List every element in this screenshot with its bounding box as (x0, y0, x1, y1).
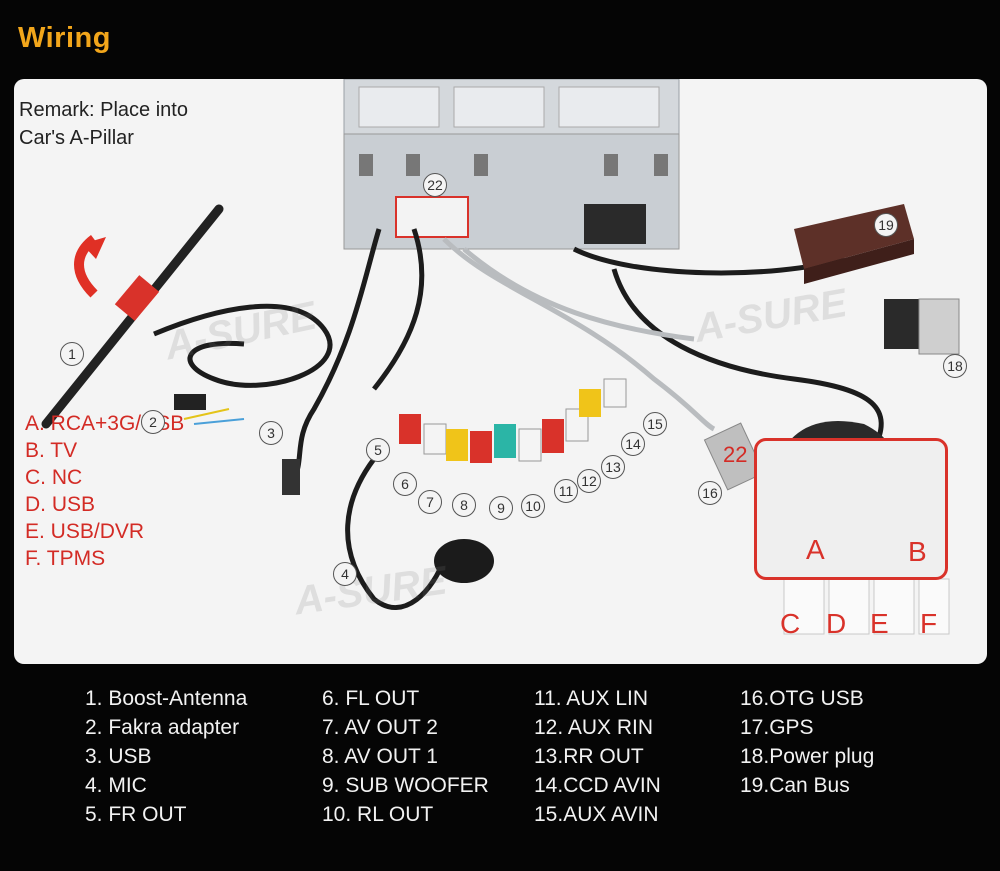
page-title: Wiring (18, 22, 111, 54)
legend-item: 9. SUB WOOFER (322, 774, 489, 797)
connector-item: E. USB/DVR (25, 520, 145, 543)
legend-item: 19.Can Bus (740, 774, 850, 797)
callout-16: 16 (698, 481, 722, 505)
remark-text: Remark: Place into Car's A-Pillar (19, 96, 188, 152)
detail-label-22: 22 (723, 442, 748, 467)
callout-7: 7 (418, 490, 442, 514)
callout-2: 2 (141, 410, 165, 434)
callout-15: 15 (643, 412, 667, 436)
antenna (41, 204, 224, 429)
block-letter-a: A (806, 534, 825, 565)
callout-12: 12 (577, 469, 601, 493)
connector-22-detail (754, 438, 948, 580)
block-letter-e: E (870, 608, 889, 639)
wiring-illustration (41, 79, 960, 635)
legend-column-3: 11. AUX LIN 12. AUX RIN 13.RR OUT 14.CCD… (534, 684, 661, 829)
legend-item: 13.RR OUT (534, 745, 644, 768)
legend-column-2: 6. FL OUT 7. AV OUT 2 8. AV OUT 1 9. SUB… (322, 684, 489, 829)
legend-item: 1. Boost-Antenna (85, 687, 248, 710)
legend-item: 6. FL OUT (322, 687, 420, 710)
legend-column-1: 1. Boost-Antenna 2. Fakra adapter 3. USB… (85, 684, 247, 829)
callout-13: 13 (601, 455, 625, 479)
callout-19: 19 (874, 213, 898, 237)
block-letter-c: C (780, 608, 801, 639)
block-letter-f: F (920, 608, 938, 639)
callout-11: 11 (554, 479, 578, 503)
connector-item: D. USB (25, 493, 96, 516)
callout-14: 14 (621, 432, 645, 456)
legend-item: 18.Power plug (740, 745, 875, 768)
legend-item: 10. RL OUT (322, 803, 434, 826)
legend-item: 16.OTG USB (740, 687, 864, 710)
block-letter-d: D (826, 608, 847, 639)
wiring-photo-panel: A-SURE A-SURE A-SURE (14, 79, 987, 664)
callout-5: 5 (366, 438, 390, 462)
legend-item: 3. USB (85, 745, 152, 768)
connector-list: A. RCA+3G/USB B. TV C. NC D. USB E. USB/… (25, 410, 184, 572)
legend-item: 2. Fakra adapter (85, 716, 240, 739)
legend-item: 14.CCD AVIN (534, 774, 661, 797)
legend-item: 7. AV OUT 2 (322, 716, 438, 739)
callout-3: 3 (259, 421, 283, 445)
callout-10: 10 (521, 494, 545, 518)
legend-item: 4. MIC (85, 774, 147, 797)
legend-column-4: 16.OTG USB 17.GPS 18.Power plug 19.Can B… (740, 684, 874, 800)
callout-22: 22 (423, 173, 447, 197)
remark-line-1: Remark: Place into (19, 99, 188, 121)
callout-8: 8 (452, 493, 476, 517)
callout-4: 4 (333, 562, 357, 586)
legend-item: 17.GPS (740, 716, 814, 739)
callout-1: 1 (60, 342, 84, 366)
connector-item: F. TPMS (25, 547, 106, 570)
remark-line-2: Car's A-Pillar (19, 127, 134, 149)
callout-9: 9 (489, 496, 513, 520)
callout-18: 18 (943, 354, 967, 378)
legend-item: 5. FR OUT (85, 803, 187, 826)
legend-item: 15.AUX AVIN (534, 803, 659, 826)
block-letter-b: B (908, 536, 927, 567)
legend-item: 12. AUX RIN (534, 716, 654, 739)
legend-item: 8. AV OUT 1 (322, 745, 438, 768)
legend-item: 11. AUX LIN (534, 687, 649, 710)
connector-item: B. TV (25, 439, 78, 462)
connector-item: C. NC (25, 466, 83, 489)
callout-6: 6 (393, 472, 417, 496)
head-unit-chassis (343, 79, 680, 250)
